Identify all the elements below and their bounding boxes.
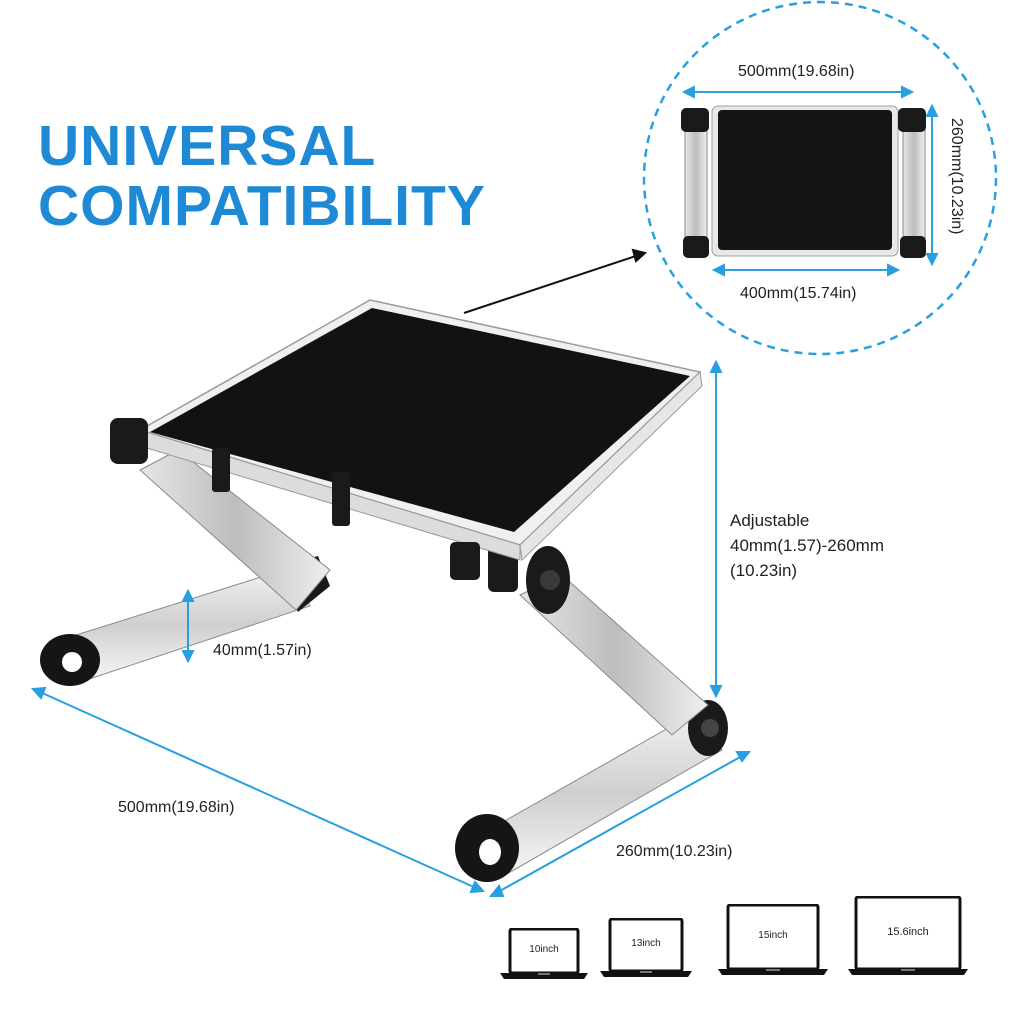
stand-front-leg <box>455 700 728 882</box>
stand-back-arm <box>139 449 331 611</box>
inset-dashed-circle <box>642 0 998 356</box>
laptop-10inch-label: 10inch <box>529 944 559 955</box>
inset-height-label: 260mm(10.23in) <box>948 118 965 235</box>
depth-label: 260mm(10.23in) <box>616 843 733 860</box>
adjustable-label-2: 40mm(1.57)-260mm <box>730 536 884 555</box>
pointer-arrow <box>463 248 648 314</box>
inset-width-label: 500mm(19.68in) <box>738 63 855 80</box>
laptop-15inch-label: 15inch <box>758 930 788 941</box>
laptop-13inch-label: 13inch <box>631 938 661 949</box>
min-height-label: 40mm(1.57in) <box>213 642 312 659</box>
inset-height-arrow <box>925 103 939 267</box>
laptop-15inch-icon: 15inch <box>718 904 828 976</box>
inset-bottom-arrow <box>711 263 901 277</box>
headline-line-2: COMPATIBILITY <box>38 174 486 238</box>
adjustable-label-1: Adjustable <box>730 511 810 530</box>
laptop-10inch-icon: 10inch <box>500 928 588 980</box>
depth-arrow <box>488 751 752 897</box>
laptop-15-6inch-label: 15.6inch <box>887 926 929 938</box>
inset-width-arrow <box>681 85 915 99</box>
min-height-arrow <box>181 588 195 664</box>
laptop-13inch-icon: 13inch <box>600 918 692 978</box>
laptop-15-6inch-icon: 15.6inch <box>848 896 968 976</box>
adjustable-label-3: (10.23in) <box>730 561 798 580</box>
length-arrow <box>30 686 486 894</box>
inset-stand-top-view <box>681 105 926 258</box>
stand-tray <box>110 299 703 580</box>
adjustable-height-arrow <box>709 359 723 699</box>
length-label: 500mm(19.68in) <box>118 799 235 816</box>
stand-front-arm <box>488 546 709 736</box>
headline-line-1: UNIVERSAL <box>38 114 377 178</box>
inset-bottom-label: 400mm(15.74in) <box>740 285 857 302</box>
